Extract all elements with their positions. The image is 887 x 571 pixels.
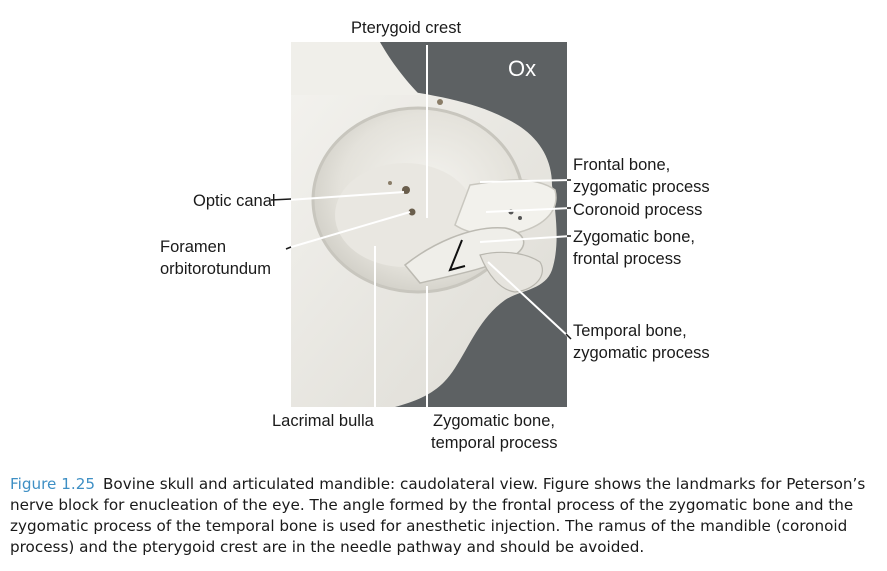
injection-angle-mark	[448, 239, 466, 272]
leader-temporal	[487, 261, 571, 339]
label-foramen-line2: orbitorotundum	[160, 260, 271, 278]
caption-text: Bovine skull and articulated mandible: c…	[10, 475, 866, 556]
label-zyg-temporal-line1: Zygomatic bone,	[433, 412, 555, 430]
label-temporal-line2: zygomatic process	[573, 344, 710, 362]
label-zyg-frontal-line2: frontal process	[573, 250, 682, 268]
label-foramen-line1: Foramen	[160, 238, 227, 256]
leader-zyg-frontal	[479, 235, 572, 243]
label-frontal-line2: zygomatic process	[573, 178, 710, 196]
label-pterygoid-crest: Pterygoid crest	[351, 19, 462, 37]
label-temporal-line1: Temporal bone,	[573, 322, 687, 340]
label-frontal-line1: Frontal bone,	[573, 156, 671, 174]
label-lacrimal-bulla: Lacrimal bulla	[272, 412, 374, 430]
label-zyg-frontal-line1: Zygomatic bone,	[573, 228, 695, 246]
leader-coronoid	[485, 207, 572, 213]
skull-photograph	[270, 42, 572, 407]
leader-frontal	[479, 179, 572, 183]
leader-optic-canal	[287, 191, 405, 201]
leader-foramen	[287, 211, 411, 249]
caption-label: Figure 1.25	[10, 475, 96, 493]
label-coronoid: Coronoid process	[573, 201, 703, 219]
label-optic-canal: Optic canal	[193, 192, 276, 210]
label-zyg-temporal-line2: temporal process	[431, 434, 558, 452]
species-tag: Ox	[508, 56, 537, 81]
